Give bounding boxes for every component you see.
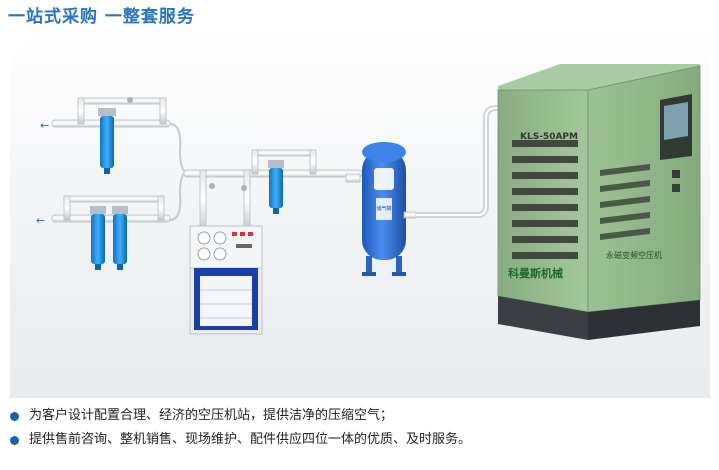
bottom-filter-set: ←: [36, 195, 171, 270]
screw-air-compressor: [497, 64, 701, 340]
air-station-illustration: ← ←: [10, 28, 710, 398]
service-bullets: 为客户设计配置合理、经济的空压机站，提供洁净的压缩空气； 提供售前咨询、整机销售…: [10, 404, 471, 452]
bullet-dot-icon: [10, 411, 19, 421]
svg-text:←: ←: [36, 214, 45, 227]
bullet-item: 提供售前咨询、整机销售、现场维护、配件供应四位一体的优质、及时服务。: [10, 428, 471, 452]
machine-side-label: 永磁变频空压机: [606, 251, 662, 260]
svg-text:←: ←: [40, 119, 49, 132]
air-receiver-tank: 储气罐: [345, 142, 417, 276]
machine-brand-label: 科曼斯机械: [508, 267, 563, 280]
bullet-text: 提供售前咨询、整机销售、现场维护、配件供应四位一体的优质、及时服务。: [29, 432, 472, 447]
machine-model-label: KLS-50APM: [520, 132, 578, 142]
middle-filter: [268, 160, 284, 214]
bullet-text: 为客户设计配置合理、经济的空压机站，提供洁净的压缩空气；: [29, 408, 394, 423]
page-title: 一站式采购 一整套服务: [8, 7, 195, 27]
tank-plate-text: 储气罐: [376, 205, 391, 212]
bullet-item: 为客户设计配置合理、经济的空压机站，提供洁净的压缩空气；: [10, 404, 471, 428]
top-filter-set: ←: [40, 97, 171, 174]
refrigerated-dryer: [189, 225, 263, 335]
bullet-dot-icon: [10, 435, 19, 445]
